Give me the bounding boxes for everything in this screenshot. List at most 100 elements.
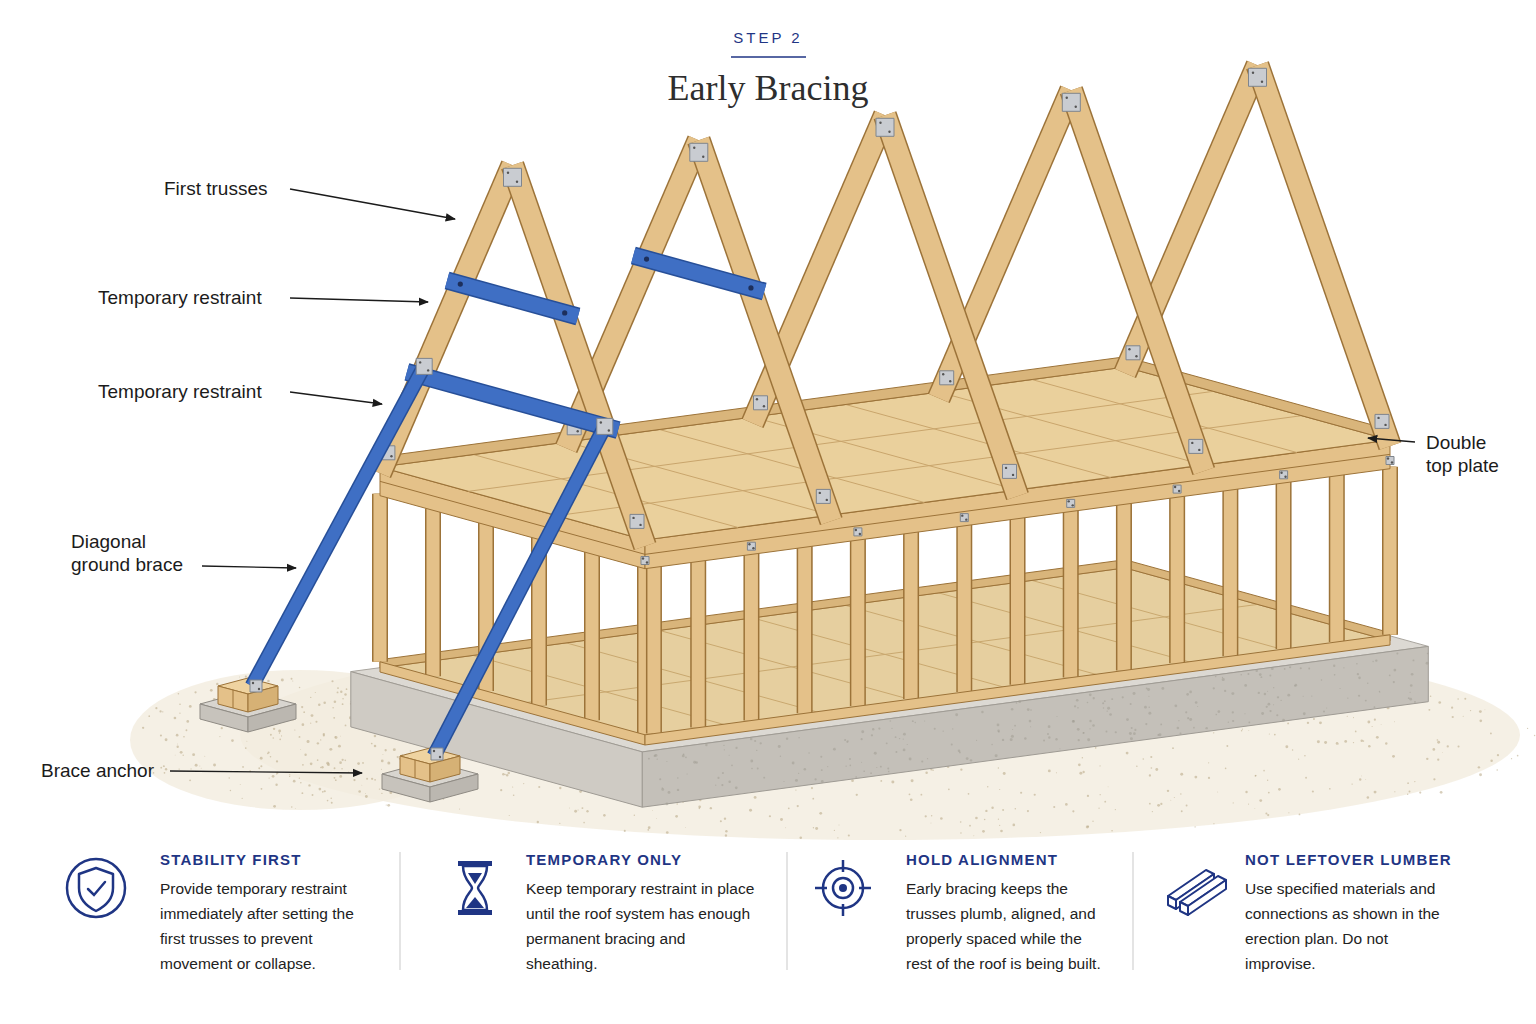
ground-speck [1470,710,1471,711]
check-icon [88,882,105,895]
ground-speck [371,778,373,780]
stud-plate-connector-nail [855,529,857,531]
concrete-pore [1133,732,1136,735]
ground-speck [339,775,342,778]
ground-speck [1433,778,1435,780]
ground-speck [1245,791,1247,793]
ground-speck [975,817,978,820]
concrete-pore [863,770,865,772]
ground-speck [307,740,310,743]
ground-speck [302,723,305,726]
ground-speck [1441,752,1443,754]
wall-stud-edge [743,552,759,720]
peak-gusset-plate-nail [1066,97,1068,99]
wall-stud [1384,467,1397,635]
heel-hanger [1375,414,1389,428]
ground-speck [1136,765,1138,767]
concrete-pore [1122,696,1124,698]
ground-speck [345,725,347,727]
ground-speck [180,751,183,754]
concrete-pore [1057,716,1058,717]
ground-speck [720,820,722,822]
ground-speck [1086,826,1089,829]
concrete-pore [783,781,784,782]
ground-speck [194,691,196,693]
ground-speck [797,805,799,807]
wall-stud [1385,467,1395,635]
concrete-pore [861,730,864,733]
panel-divider [1133,852,1134,970]
concrete-pore [1280,700,1281,701]
ground-speck [1374,791,1377,794]
ground-speck [509,815,510,816]
ground-speck [164,772,166,774]
concrete-pore [1261,712,1264,715]
ground-speck [1440,791,1443,794]
ground-speck [320,739,321,740]
concrete-pore [1089,720,1091,722]
ground-speck [289,774,290,775]
ground-speck [1368,745,1371,748]
ground-speck [1172,747,1174,749]
ground-speck [583,822,585,824]
concrete-pore [1092,724,1095,727]
ground-speck [1233,802,1234,803]
wall-stud-edge [850,538,866,706]
concrete-pore [1247,673,1249,675]
ground-speck [1082,771,1084,773]
ground-speck [1278,788,1281,791]
ground-speck [1305,777,1307,779]
ground-speck [335,779,337,781]
ground-speck [245,747,247,749]
ground-speck [331,802,333,804]
ground-speck [291,678,293,680]
ground-speck [1225,768,1227,770]
concrete-pore [827,766,828,767]
concrete-pore [924,721,925,722]
wall-stud-edge [956,524,972,692]
heel-hanger-nail [756,398,758,400]
ground-speck [335,736,338,739]
ground-speck [925,771,927,773]
floor-seam [513,604,1258,704]
concrete-pore [1126,718,1129,721]
concrete-pore [1177,727,1179,729]
concrete-pore [723,745,724,746]
ground-speck [1428,709,1430,711]
concrete-pore [1271,667,1274,670]
ground-speck [982,830,985,833]
ground-speck [1392,755,1395,758]
ground-speck [1003,772,1006,775]
concrete-pore [1231,692,1234,695]
shield-icon [79,868,113,911]
ground-speck [301,792,303,794]
concrete-pore [1012,729,1013,730]
leader-line [290,298,428,302]
concrete-pore [970,759,972,761]
ground-speck [1274,734,1276,736]
ground-speck [278,730,281,733]
concrete-pore [966,757,969,760]
ground-speck [1380,723,1382,725]
concrete-pore [728,780,731,783]
heel-hanger-nail [763,405,765,407]
ground-speck [1407,794,1408,795]
concrete-pore [981,711,983,713]
ground-speck [310,723,311,724]
concrete-pore [1232,720,1234,722]
brace-foot-bracket [431,748,443,760]
block-split [233,690,234,708]
concrete-pore [845,765,846,766]
concrete-pore [1308,668,1310,670]
ground-speck [815,827,818,830]
concrete-pore [1414,701,1416,703]
concrete-pore [1089,693,1092,696]
ground-speck [270,734,272,736]
ground-speck [1409,790,1411,792]
concrete-pore [1109,713,1112,716]
concrete-pore [751,768,753,770]
ground-speck [387,804,390,807]
callout-label: Temporary restraint [98,286,262,309]
ground-speck [1020,792,1022,794]
